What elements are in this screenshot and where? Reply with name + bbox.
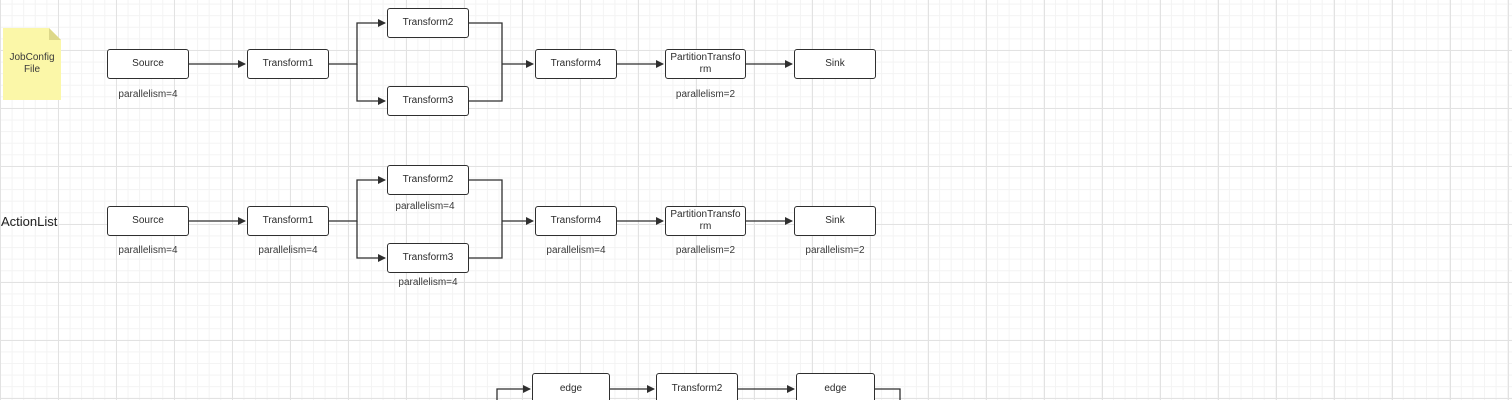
row2-node-transform3[interactable]: Transform3 xyxy=(387,243,469,273)
row2-sink-parallelism: parallelism=2 xyxy=(805,245,865,256)
row3-node-transform2[interactable]: Transform2 xyxy=(656,373,738,400)
row2-node-source[interactable]: Source xyxy=(107,206,189,236)
row2-node-transform1[interactable]: Transform1 xyxy=(247,206,329,236)
edge-row2-transform3-merge xyxy=(469,221,503,259)
row1-node-transform2[interactable]: Transform2 xyxy=(387,8,469,38)
note-text: JobConfigFile xyxy=(9,52,55,75)
row1-node-partition-transform[interactable]: PartitionTransform xyxy=(665,49,746,79)
edge-row3-outgoing xyxy=(875,388,901,400)
row2-node-partition-transform[interactable]: PartitionTransform xyxy=(665,206,746,236)
row2-node-transform4[interactable]: Transform4 xyxy=(535,206,617,236)
edge-row1-transform3-merge xyxy=(469,64,503,102)
edge-row1-transform1-transform3 xyxy=(356,64,386,105)
edge-row3-incoming xyxy=(496,385,531,400)
edge-row2-transform1-transform3 xyxy=(356,221,386,262)
edge-row1-transform1-transform2 xyxy=(329,19,386,65)
row1-partition-parallelism: parallelism=2 xyxy=(675,89,736,100)
row1-node-transform3[interactable]: Transform3 xyxy=(387,86,469,116)
row1-node-sink[interactable]: Sink xyxy=(794,49,876,79)
edge-row2-transform1-transform2 xyxy=(329,176,386,222)
row2-source-parallelism: parallelism=4 xyxy=(118,245,178,256)
row2-node-sink[interactable]: Sink xyxy=(794,206,876,236)
edge-row2-transform2-merge xyxy=(469,179,503,221)
row2-partition-parallelism: parallelism=2 xyxy=(675,245,736,256)
row3-node-edge-right[interactable]: edge xyxy=(796,373,875,400)
row2-transform1-parallelism: parallelism=4 xyxy=(258,245,318,256)
row2-transform2-parallelism: parallelism=4 xyxy=(395,201,455,212)
row2-node-transform2[interactable]: Transform2 xyxy=(387,165,469,195)
row2-transform4-parallelism: parallelism=4 xyxy=(546,245,606,256)
row1-node-transform4[interactable]: Transform4 xyxy=(535,49,617,79)
row1-node-source[interactable]: Source xyxy=(107,49,189,79)
edge-row1-transform2-merge xyxy=(469,22,503,64)
job-config-file-note: JobConfigFile xyxy=(3,28,61,100)
row3-node-edge-left[interactable]: edge xyxy=(532,373,610,400)
row1-source-parallelism: parallelism=4 xyxy=(118,89,178,100)
row-title-action-list: ActionList xyxy=(1,214,58,229)
row2-transform3-parallelism: parallelism=4 xyxy=(398,277,458,288)
row1-node-transform1[interactable]: Transform1 xyxy=(247,49,329,79)
